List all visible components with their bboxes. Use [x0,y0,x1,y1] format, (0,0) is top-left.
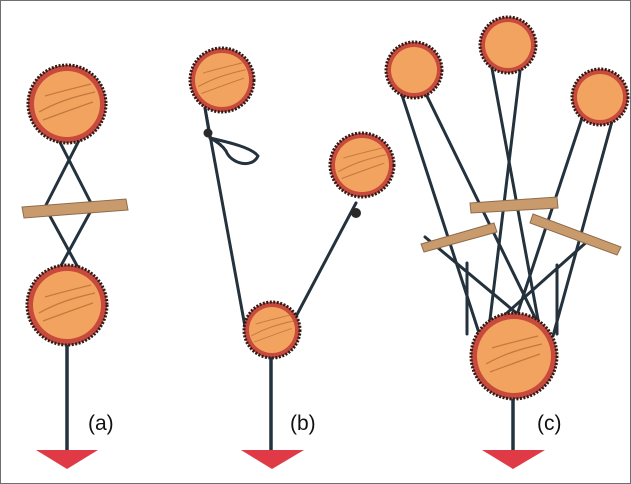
knot-b-right [351,208,361,218]
cord-c-2 [423,90,546,338]
cord-b-right [290,201,358,326]
stick-a [21,198,129,219]
stick-c-right [529,213,622,256]
cord-c-4 [486,61,523,338]
pulley-a-top-face [34,71,100,137]
system-b: (b) [188,46,396,469]
cord-c-6 [551,112,616,338]
pulley-b-bottom-face [249,307,295,353]
pulley-a-bottom-face [33,271,101,339]
arrow-b [241,450,304,469]
arrow-c [482,450,545,469]
label-c: (c) [537,412,562,435]
label-b: (b) [290,412,316,435]
pulley-c-middle-face [485,22,531,68]
knot-b-top [203,128,213,138]
arrow-a [36,450,98,469]
pulley-b-right-face [335,138,389,192]
pulley-c-bottom-face [477,319,551,393]
cord-b-left [203,106,248,334]
label-a: (a) [88,412,114,435]
stick-c-left [420,222,498,253]
system-c: (c) [384,15,630,469]
system-a: (a) [21,63,129,469]
pulley-b-left-face [195,53,249,107]
cord-b-loop [208,136,260,166]
pulley-c-right-face [577,74,623,120]
stick-c-top [469,196,559,214]
pulley-c-left-face [391,47,437,93]
